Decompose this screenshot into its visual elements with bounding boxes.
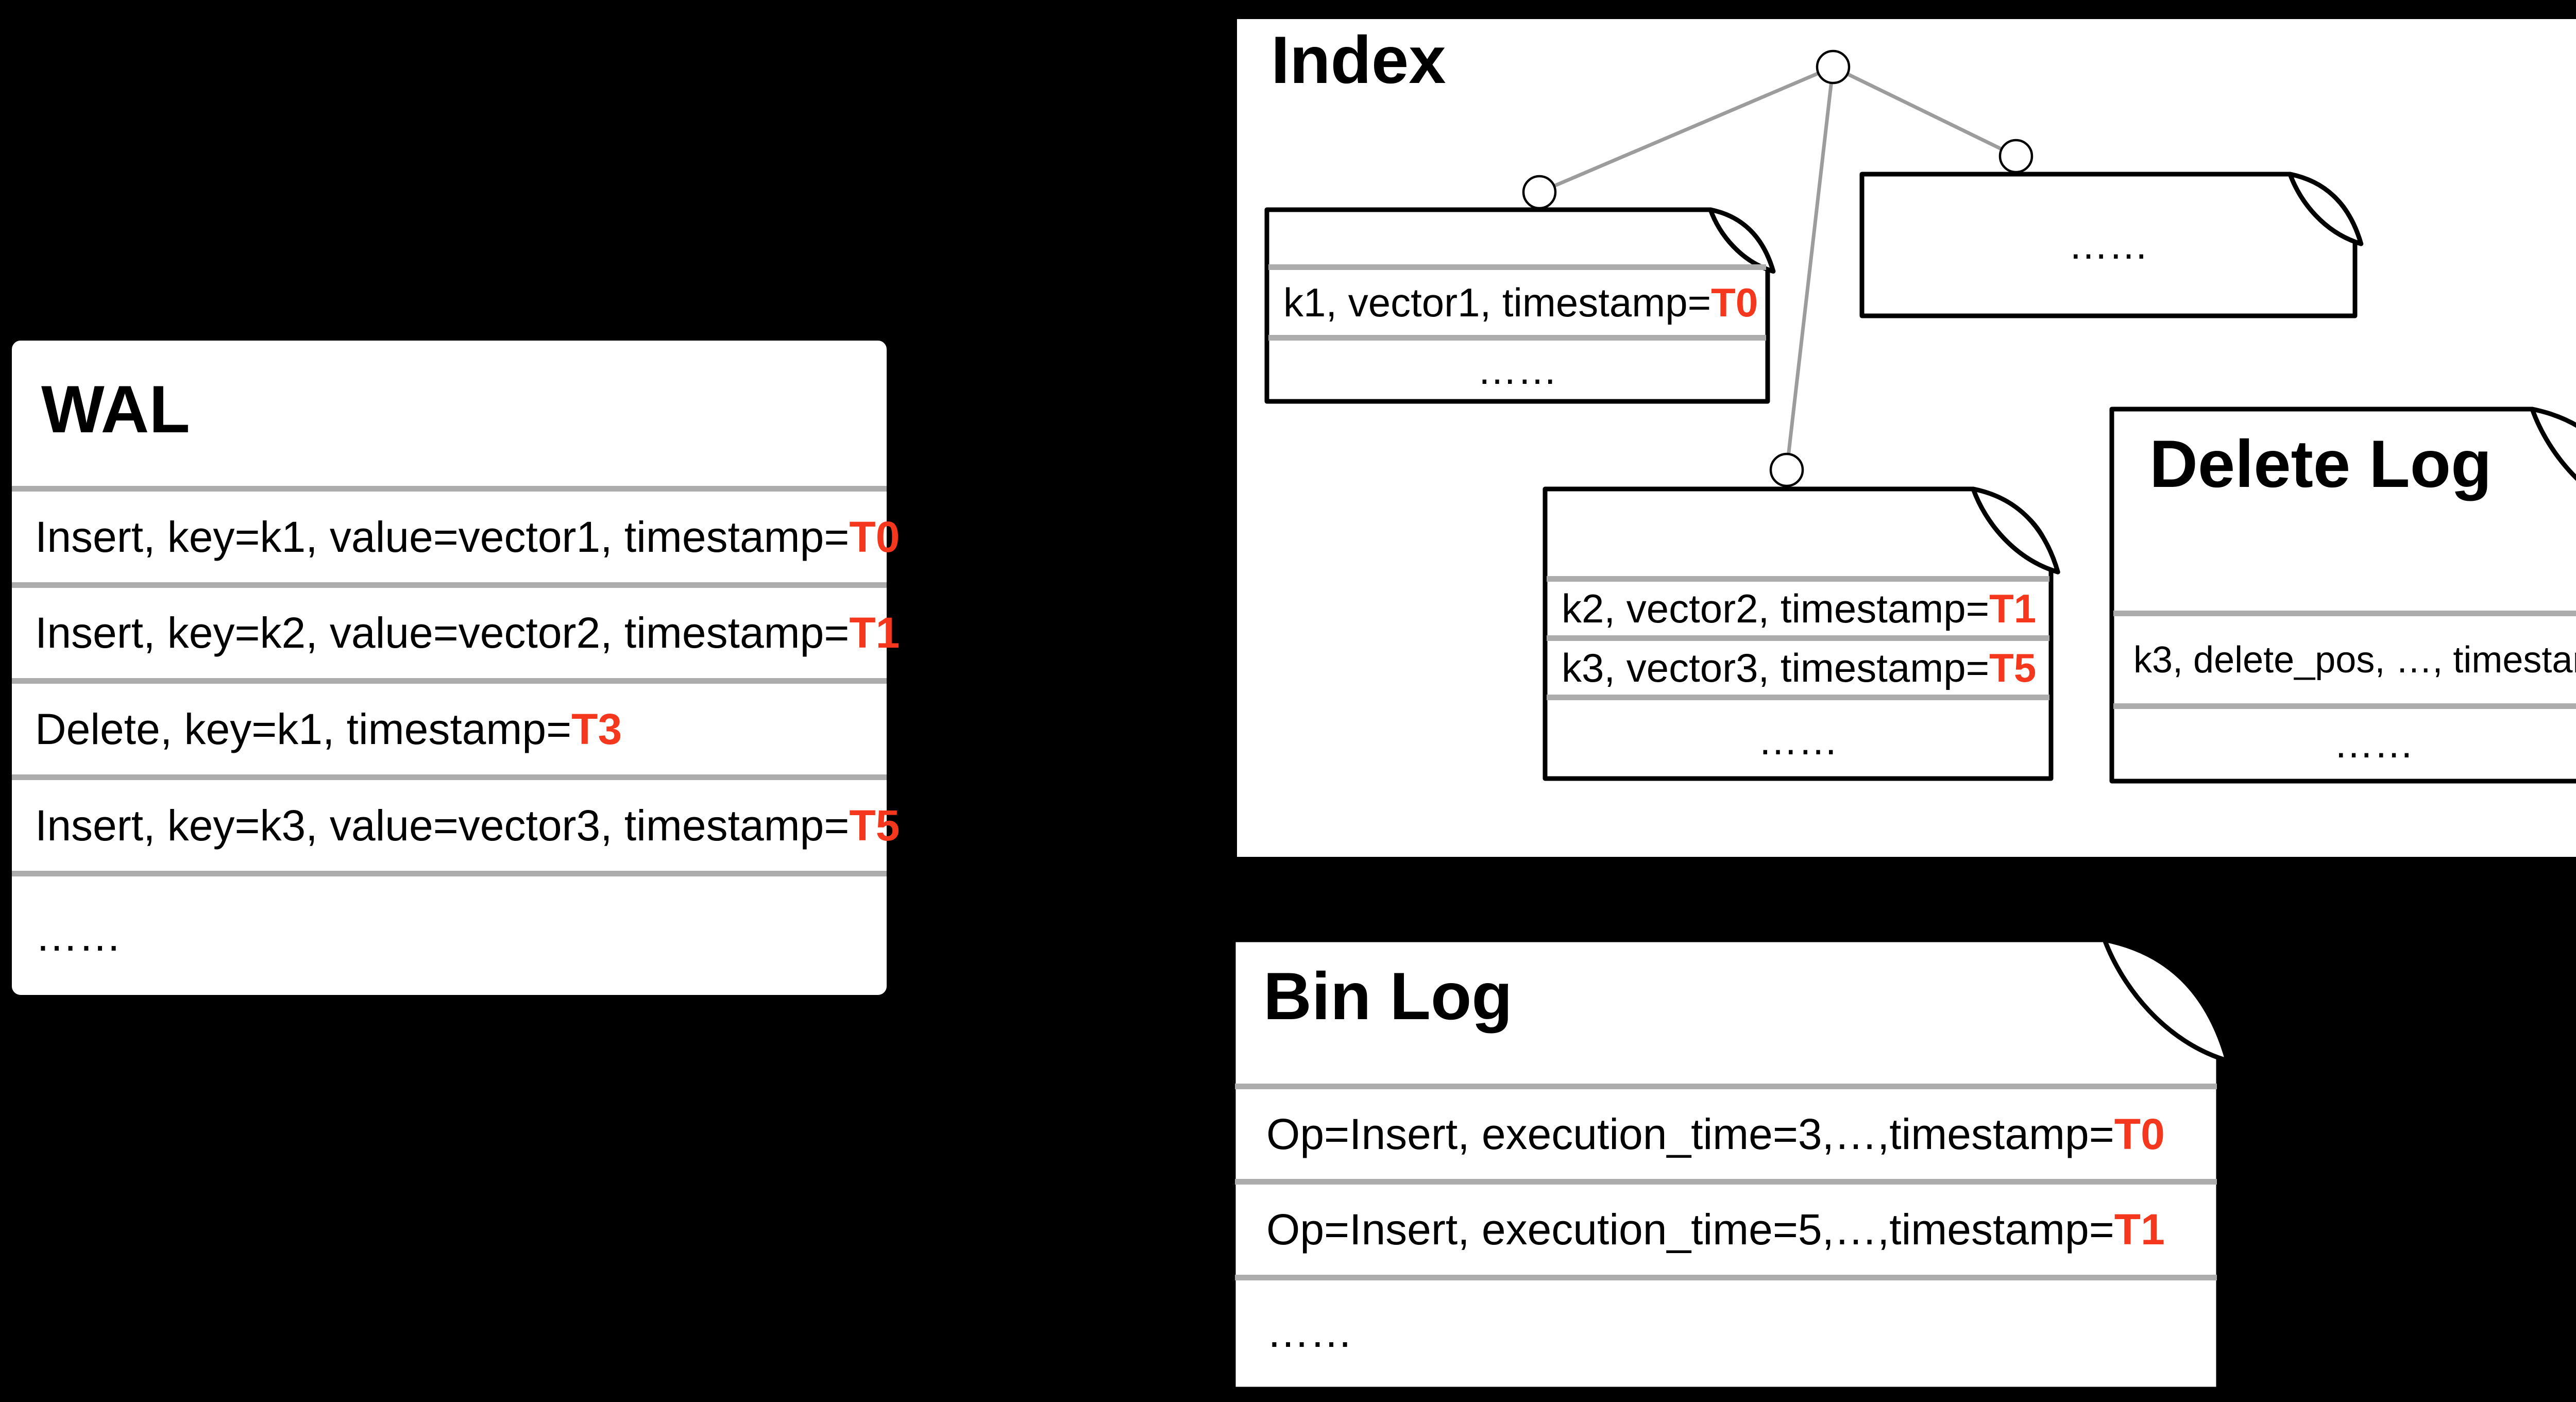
wal-row-text: ……	[35, 911, 122, 960]
separator	[1235, 1084, 2217, 1089]
folded-page-shape	[2109, 407, 2576, 784]
folded-page-shape	[1264, 207, 1776, 404]
wal-table: WAL Insert, key=k1, value=vector1, times…	[7, 336, 900, 1000]
segment-row: k1, vector1, timestamp=T0	[1269, 270, 1766, 335]
separator	[1547, 635, 2049, 641]
separator	[1235, 1275, 2217, 1280]
tree-edge-line	[1785, 66, 1835, 470]
separator	[1235, 1179, 2217, 1185]
separator	[1268, 264, 1766, 270]
segment-row-text: ……	[2068, 222, 2149, 267]
separator	[1547, 576, 2049, 582]
index-panel: Index k1, vector1, timestamp=T0 ……	[1232, 14, 2576, 862]
bin-log-row-text: Op=Insert, execution_time=3,…,timestamp=	[1266, 1109, 2114, 1158]
segment-row: k2, vector2, timestamp=T1	[1547, 582, 2049, 635]
wal-row-text: Insert, key=k2, value=vector2, timestamp…	[35, 609, 850, 657]
wal-row-text: Insert, key=k1, value=vector1, timestamp…	[35, 512, 850, 561]
segment-row: k3, vector3, timestamp=T5	[1547, 641, 2049, 695]
delete-log-row-text: k3, delete_pos, …, timestamp=	[2133, 639, 2576, 681]
wal-row-insert-k2: Insert, key=k2, value=vector2, timestamp…	[12, 582, 900, 678]
page-fold-icon	[1971, 486, 2060, 575]
tree-node-circle	[1769, 452, 1804, 487]
separator	[2113, 703, 2576, 709]
bin-log-row-timestamp: T1	[2114, 1205, 2165, 1254]
separator	[2113, 611, 2576, 616]
bin-log-row: Op=Insert, execution_time=5,…,timestamp=…	[1235, 1185, 2216, 1275]
segment-row-text: k3, vector3, timestamp=	[1562, 645, 1990, 690]
delete-log-row-ellipsis: ……	[2114, 709, 2576, 778]
segment-row-text: k2, vector2, timestamp=	[1562, 585, 1990, 631]
delete-log-row-text: ……	[2333, 720, 2414, 766]
segment-row-ellipsis: ……	[1269, 341, 1766, 400]
segment-row-ellipsis: ……	[1864, 172, 2353, 318]
wal-row-insert-k3: Insert, key=k3, value=vector3, timestamp…	[12, 774, 900, 871]
wal-row-ellipsis: ……	[12, 871, 887, 995]
segment-row-timestamp: T0	[1711, 279, 1758, 325]
bin-log-row-text: Op=Insert, execution_time=5,…,timestamp=	[1266, 1205, 2114, 1254]
separator	[1268, 335, 1766, 341]
bin-log-row: Op=Insert, execution_time=3,…,timestamp=…	[1235, 1089, 2216, 1179]
delete-log-title: Delete Log	[2149, 426, 2492, 501]
tree-node-circle	[1816, 49, 1851, 85]
tree-node-circle	[1522, 175, 1557, 210]
wal-row-text: Delete, key=k1, timestamp=	[35, 704, 572, 753]
tree-node-circle	[1998, 139, 2033, 174]
wal-row-timestamp: T5	[849, 801, 900, 850]
page-fold-icon	[2530, 407, 2576, 481]
wal-row-text: Insert, key=k3, value=vector3, timestamp…	[35, 801, 850, 850]
segment-row-text: k1, vector1, timestamp=	[1283, 279, 1711, 325]
tree-edge-line	[1832, 65, 2017, 158]
index-title: Index	[1271, 22, 1446, 97]
segment-row-ellipsis: ……	[1547, 700, 2049, 781]
bin-log-row-text: ……	[1266, 1307, 1353, 1356]
delete-log-row: k3, delete_pos, …, timestamp=T3	[2114, 616, 2576, 703]
page-fold-icon	[1708, 207, 1776, 274]
tree-edge-line	[1538, 65, 1834, 194]
delete-log-doc: Delete Log k3, delete_pos, …, timestamp=…	[2109, 407, 2576, 784]
bin-log-row-timestamp: T0	[2114, 1109, 2165, 1158]
wal-row-insert-k1: Insert, key=k1, value=vector1, timestamp…	[12, 486, 900, 582]
segment-row-timestamp: T1	[1989, 585, 2037, 631]
folded-page-shape	[1543, 486, 2060, 781]
separator	[1547, 695, 2049, 700]
page-fold-icon	[2102, 937, 2230, 1063]
wal-row-timestamp: T1	[849, 609, 900, 657]
wal-title: WAL	[41, 371, 190, 447]
segment-row-text: ……	[1758, 717, 1838, 763]
bin-log-doc: Bin Log Op=Insert, execution_time=3,…,ti…	[1231, 937, 2230, 1392]
folded-page-shape	[1859, 172, 2364, 318]
wal-row-timestamp: T0	[849, 512, 900, 561]
segment-doc-more: ……	[1859, 172, 2364, 318]
segment-row-text: ……	[1477, 347, 1557, 393]
segment-doc-k2-k3: k2, vector2, timestamp=T1 k3, vector3, t…	[1543, 486, 2060, 781]
index-tree	[1522, 49, 2033, 487]
bin-log-title: Bin Log	[1263, 958, 1513, 1034]
wal-row-timestamp: T3	[571, 704, 622, 753]
segment-doc-k1: k1, vector1, timestamp=T0 ……	[1264, 207, 1776, 404]
wal-row-delete-k1: Delete, key=k1, timestamp=T3	[12, 678, 887, 774]
bin-log-row-ellipsis: ……	[1235, 1280, 2216, 1383]
segment-row-timestamp: T5	[1989, 645, 2037, 690]
page-fold-icon	[2287, 172, 2364, 246]
